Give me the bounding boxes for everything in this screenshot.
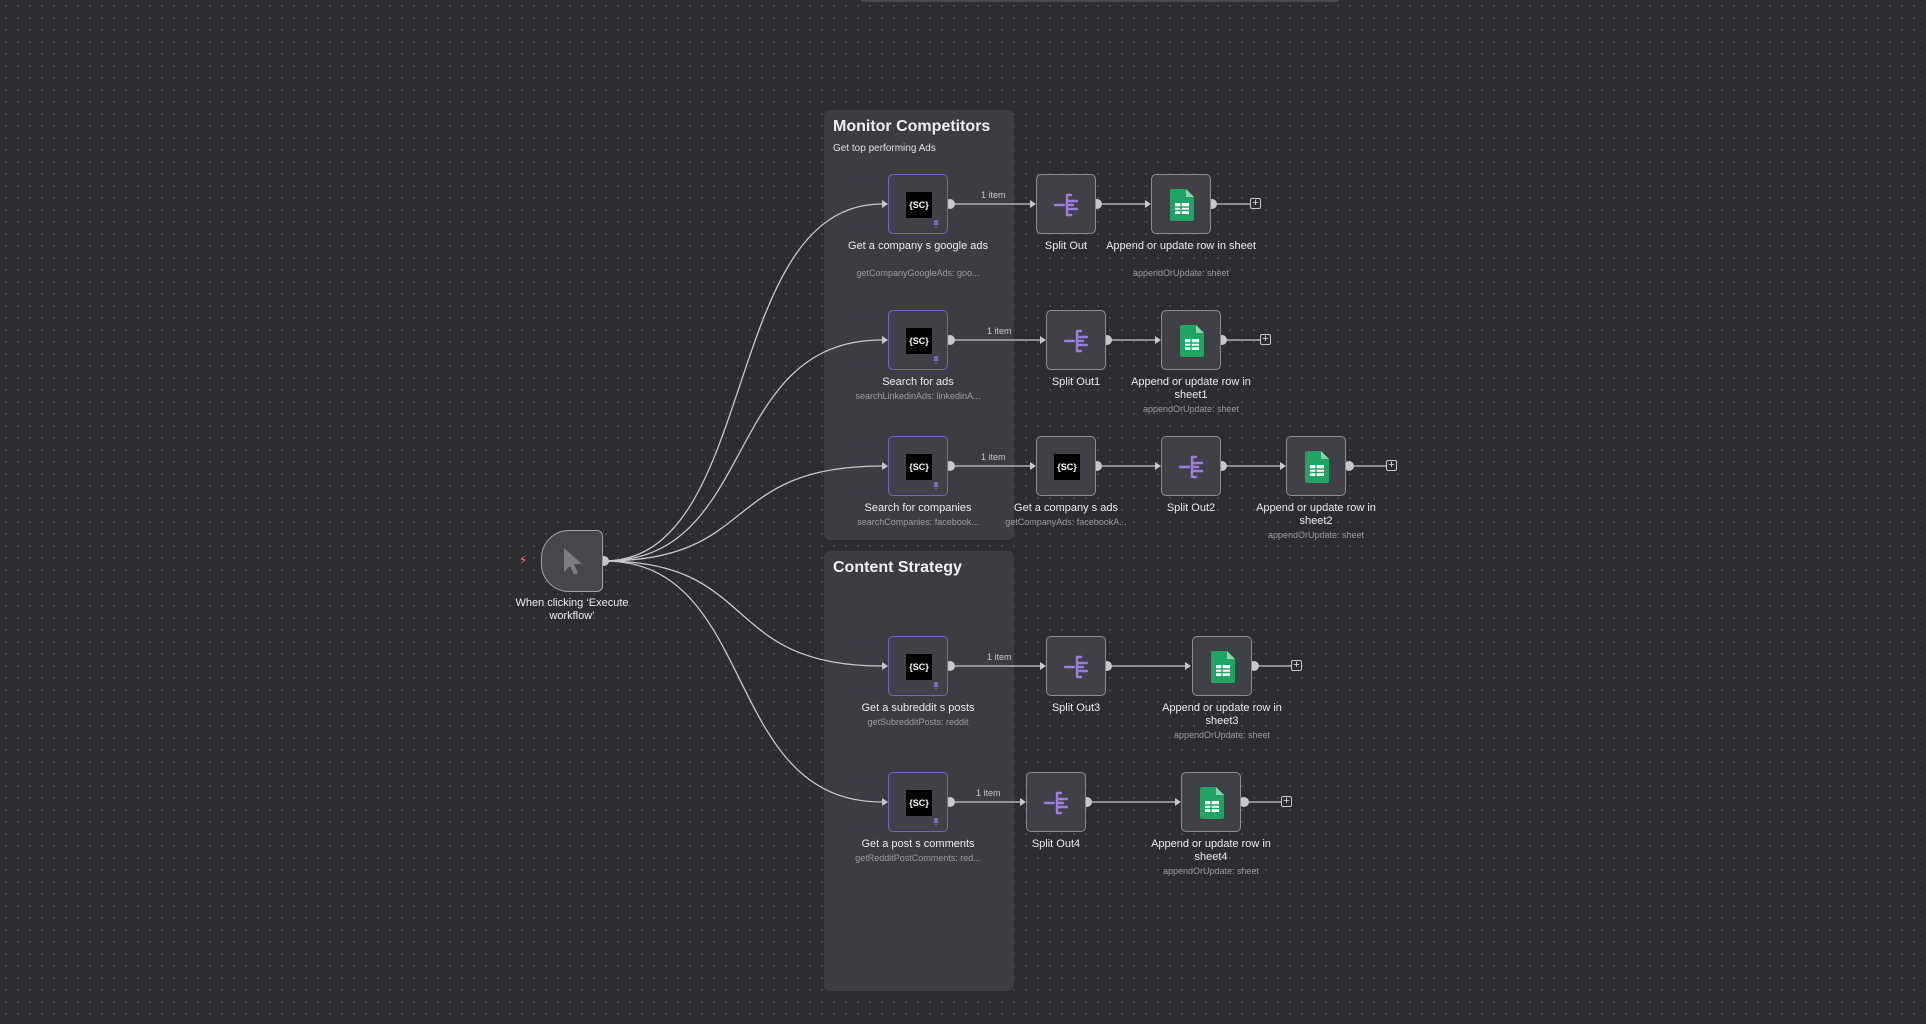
node-sheet2[interactable] bbox=[1286, 436, 1346, 496]
edge-label-row1: 1 item bbox=[981, 190, 1006, 200]
node-sheet3[interactable] bbox=[1192, 636, 1252, 696]
node-label: Get a subreddit s posts bbox=[861, 702, 975, 714]
sticky-title: Monitor Competitors bbox=[833, 118, 991, 135]
pin-icon bbox=[933, 682, 939, 690]
node-split-out3[interactable] bbox=[1046, 636, 1106, 696]
node-sublabel: appendOrUpdate: sheet bbox=[1132, 268, 1230, 278]
top-toolbar-edge bbox=[860, 0, 1340, 2]
node-label: Get a post s comments bbox=[861, 838, 975, 850]
google-sheets-icon bbox=[1305, 451, 1329, 483]
node-label: Append or update row in sheet3 bbox=[1162, 702, 1282, 727]
split-out-icon bbox=[1043, 791, 1069, 815]
pin-icon bbox=[933, 220, 939, 228]
edge-label-row2: 1 item bbox=[987, 326, 1012, 336]
node-company-ads[interactable]: {SC} bbox=[1036, 436, 1096, 496]
google-sheets-icon bbox=[1180, 325, 1204, 357]
edge-label-row5: 1 item bbox=[976, 788, 1001, 798]
sticky-content-strategy[interactable]: Content Strategy bbox=[824, 551, 1014, 991]
add-node-button-row4[interactable]: + bbox=[1291, 660, 1302, 671]
sticky-title: Content Strategy bbox=[833, 559, 962, 576]
edge-label-row3: 1 item bbox=[981, 452, 1006, 462]
scrapecreators-icon: {SC} bbox=[1054, 454, 1080, 480]
node-label: Split Out2 bbox=[1166, 502, 1216, 514]
add-node-button-row2[interactable]: + bbox=[1260, 334, 1271, 345]
node-search-companies[interactable]: {SC} bbox=[888, 436, 948, 496]
node-sublabel: getCompanyGoogleAds: goo... bbox=[856, 268, 980, 278]
node-label: Split Out3 bbox=[1051, 702, 1101, 714]
node-sublabel: appendOrUpdate: sheet bbox=[1142, 404, 1240, 414]
node-sublabel: appendOrUpdate: sheet bbox=[1267, 530, 1365, 540]
node-sublabel: getCompanyAds: facebookA... bbox=[1005, 517, 1127, 527]
node-google-ads[interactable]: {SC} bbox=[888, 174, 948, 234]
google-sheets-icon bbox=[1170, 189, 1194, 221]
node-label: Append or update row in sheet4 bbox=[1151, 838, 1271, 863]
add-node-button-row3[interactable]: + bbox=[1386, 460, 1397, 471]
split-out-icon bbox=[1178, 455, 1204, 479]
scrapecreators-icon: {SC} bbox=[906, 454, 932, 480]
add-node-button-row1[interactable]: + bbox=[1250, 198, 1261, 209]
node-sublabel: searchLinkedinAds: linkedinA... bbox=[855, 391, 981, 401]
scrapecreators-icon: {SC} bbox=[906, 192, 932, 218]
google-sheets-icon bbox=[1211, 651, 1235, 683]
node-sublabel: appendOrUpdate: sheet bbox=[1162, 866, 1260, 876]
cursor-icon bbox=[564, 548, 582, 575]
node-sublabel: appendOrUpdate: sheet bbox=[1173, 730, 1271, 740]
node-sheet[interactable] bbox=[1151, 174, 1211, 234]
scrapecreators-icon: {SC} bbox=[906, 654, 932, 680]
split-out-icon bbox=[1063, 655, 1089, 679]
node-sheet1[interactable] bbox=[1161, 310, 1221, 370]
node-post-comments[interactable]: {SC} bbox=[888, 772, 948, 832]
node-label: Get a company s ads bbox=[1014, 502, 1118, 514]
node-split-out1[interactable] bbox=[1046, 310, 1106, 370]
trigger-bolt-icon: ⚡ bbox=[519, 553, 528, 567]
split-out-icon bbox=[1063, 329, 1089, 353]
scrapecreators-icon: {SC} bbox=[906, 328, 932, 354]
node-search-ads[interactable]: {SC} bbox=[888, 310, 948, 370]
node-label: When clicking ‘Execute workflow’ bbox=[515, 597, 629, 622]
node-label: Append or update row in sheet2 bbox=[1256, 502, 1376, 527]
add-node-button-row5[interactable]: + bbox=[1281, 796, 1292, 807]
node-split-out4[interactable] bbox=[1026, 772, 1086, 832]
node-label: Split Out4 bbox=[1031, 838, 1081, 850]
google-sheets-icon bbox=[1200, 787, 1224, 819]
node-split-out[interactable] bbox=[1036, 174, 1096, 234]
node-label: Search for ads bbox=[882, 376, 954, 388]
node-label: Append or update row in sheet bbox=[1106, 240, 1256, 252]
node-label: Search for companies bbox=[864, 502, 972, 514]
node-label: Get a company s google ads bbox=[847, 240, 989, 252]
scrapecreators-icon: {SC} bbox=[906, 790, 932, 816]
node-label: Split Out bbox=[1044, 240, 1088, 252]
pin-icon bbox=[933, 818, 939, 826]
node-sheet4[interactable] bbox=[1181, 772, 1241, 832]
node-sublabel: searchCompanies: facebook... bbox=[857, 517, 979, 527]
trigger-node[interactable] bbox=[541, 530, 603, 592]
node-split-out2[interactable] bbox=[1161, 436, 1221, 496]
edge-label-row4: 1 item bbox=[987, 652, 1012, 662]
node-sublabel: getRedditPostComments: red... bbox=[855, 853, 981, 863]
pin-icon bbox=[933, 482, 939, 490]
sticky-subtitle: Get top performing Ads bbox=[833, 143, 936, 154]
pin-icon bbox=[933, 356, 939, 364]
node-sublabel: getSubredditPosts: reddit bbox=[867, 717, 969, 727]
node-subreddit-posts[interactable]: {SC} bbox=[888, 636, 948, 696]
node-label: Split Out1 bbox=[1051, 376, 1101, 388]
split-out-icon bbox=[1053, 193, 1079, 217]
node-label: Append or update row in sheet1 bbox=[1131, 376, 1251, 401]
